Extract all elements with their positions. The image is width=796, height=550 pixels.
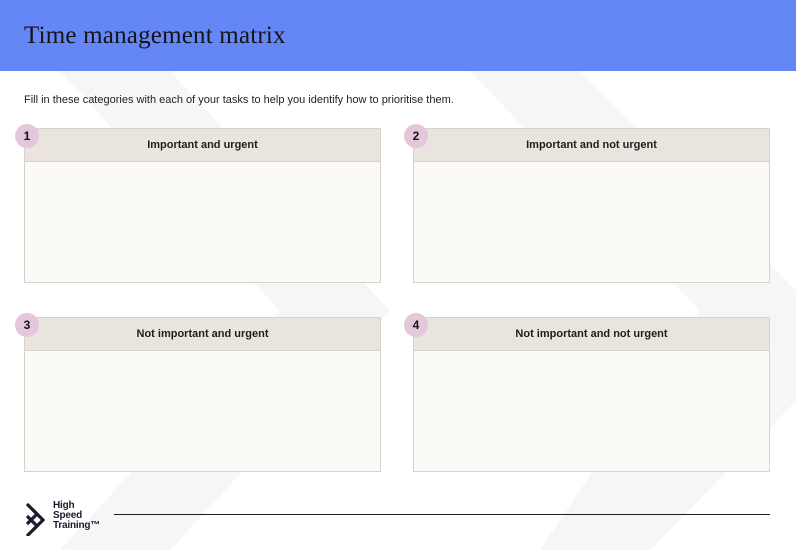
quadrant-writing-area[interactable] bbox=[414, 351, 769, 471]
chevrons-icon bbox=[25, 502, 46, 536]
quadrant-number-badge: 1 bbox=[15, 124, 39, 148]
quadrant-header: Not important and urgent bbox=[25, 318, 380, 351]
page-header: Time management matrix bbox=[0, 0, 796, 71]
quadrant-number-badge: 2 bbox=[404, 124, 428, 148]
logo-line: Speed bbox=[53, 510, 83, 521]
quadrant-header: Important and urgent bbox=[25, 129, 380, 162]
quadrant-important-not-urgent: Important and not urgent bbox=[413, 128, 770, 283]
company-logo: High Speed Training™ bbox=[24, 500, 114, 536]
logo-wordmark: High Speed Training™ bbox=[53, 501, 100, 531]
quadrant-not-important-urgent: Not important and urgent bbox=[24, 317, 381, 472]
quadrant-important-urgent: Important and urgent bbox=[24, 128, 381, 283]
quadrant-writing-area[interactable] bbox=[414, 162, 769, 282]
quadrant-number-badge: 3 bbox=[15, 313, 39, 337]
quadrant-header: Important and not urgent bbox=[414, 129, 769, 162]
quadrant-writing-area[interactable] bbox=[25, 351, 380, 471]
logo-line: High bbox=[53, 500, 75, 511]
page-title: Time management matrix bbox=[24, 22, 286, 49]
intro-text: Fill in these categories with each of yo… bbox=[24, 94, 454, 106]
logo-line: Training™ bbox=[53, 520, 101, 531]
quadrant-not-important-not-urgent: Not important and not urgent bbox=[413, 317, 770, 472]
footer-divider bbox=[114, 514, 770, 515]
quadrant-writing-area[interactable] bbox=[25, 162, 380, 282]
quadrant-header: Not important and not urgent bbox=[414, 318, 769, 351]
quadrant-number-badge: 4 bbox=[404, 313, 428, 337]
